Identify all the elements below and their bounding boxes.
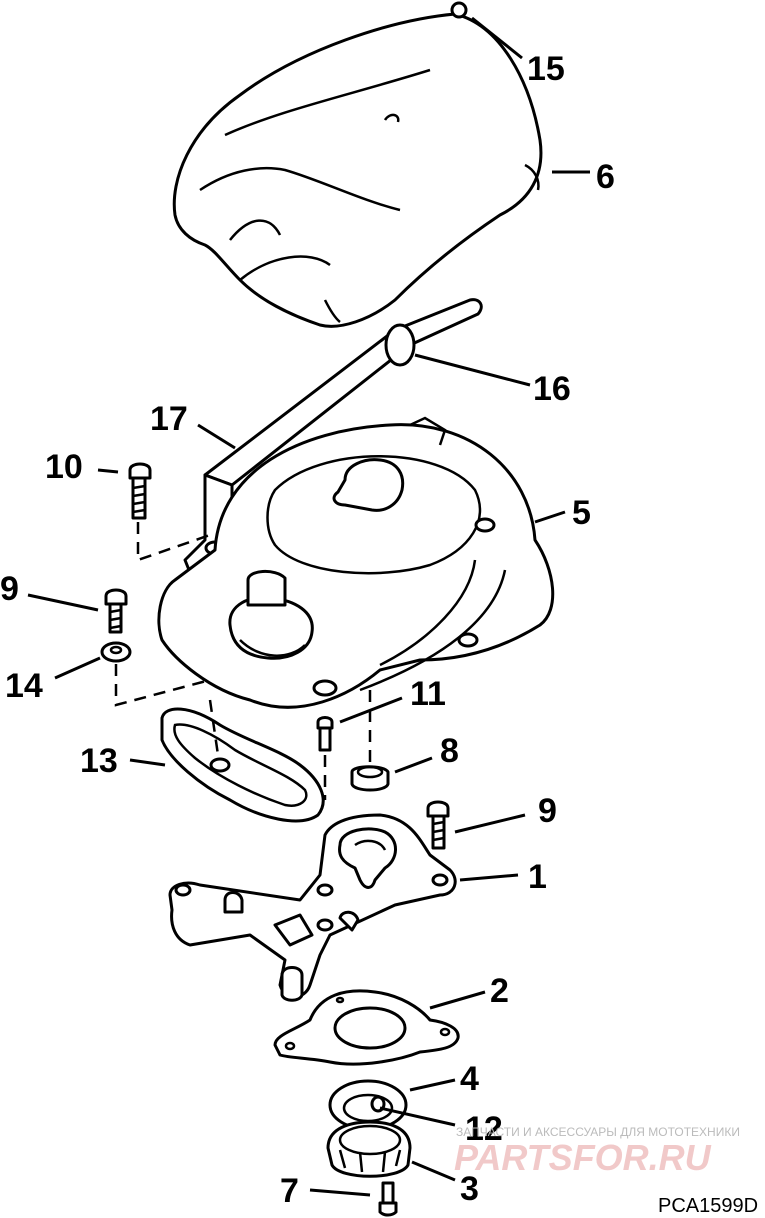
callout-8: 8: [440, 732, 459, 770]
callout-11: 11: [410, 675, 446, 713]
reference-code: PCA1599D: [658, 1195, 758, 1217]
callout-3: 3: [460, 1170, 479, 1208]
part-5-starter-housing: [157, 416, 555, 709]
callout-2: 2: [490, 972, 509, 1010]
callout-16: 16: [533, 370, 571, 408]
watermark-brand: PARTSFOR.RU: [454, 1137, 712, 1178]
callout-13: 13: [80, 742, 118, 780]
part-14-grommet: [100, 641, 132, 663]
callout-labels: 15 6 16 17 10 5 9 14 11 8 13 9 1 2 4 12 …: [0, 50, 615, 1210]
watermark: ЗАПЧАСТИ И АКСЕССУАРЫ ДЛЯ МОТОТЕХНИКИ PA…: [454, 1125, 740, 1178]
watermark-tagline: ЗАПЧАСТИ И АКСЕССУАРЫ ДЛЯ МОТОТЕХНИКИ: [456, 1125, 740, 1139]
callout-7: 7: [280, 1172, 299, 1210]
callout-9-upper: 9: [0, 570, 19, 608]
callout-15: 15: [527, 50, 565, 88]
leader-lines: [27, 16, 590, 1197]
alignment-lines: [114, 522, 372, 800]
part-13-gasket: [160, 707, 325, 823]
callout-14: 14: [5, 667, 43, 705]
callout-1: 1: [528, 858, 547, 896]
part-3-nut-housing: [326, 1120, 412, 1178]
callout-5: 5: [572, 494, 591, 532]
callout-10: 10: [45, 448, 83, 486]
part-11-screw: [316, 716, 334, 752]
part-6-top-cowl: [172, 1, 543, 328]
part-8-washer: [350, 765, 390, 792]
callout-12: 12: [465, 1110, 503, 1148]
part-9-bolt-upper: [104, 588, 128, 634]
part-7-screw: [378, 1181, 398, 1217]
callout-9-lower: 9: [538, 792, 557, 830]
callout-6: 6: [596, 158, 615, 196]
callout-4: 4: [460, 1060, 479, 1098]
part-16-tube: [203, 298, 483, 487]
part-10-bolt: [128, 462, 152, 520]
part-1-bracket-plate: [168, 813, 457, 1002]
callout-17: 17: [150, 400, 188, 438]
part-9-bolt-lower: [426, 800, 450, 850]
part-2-gasket: [273, 989, 460, 1066]
